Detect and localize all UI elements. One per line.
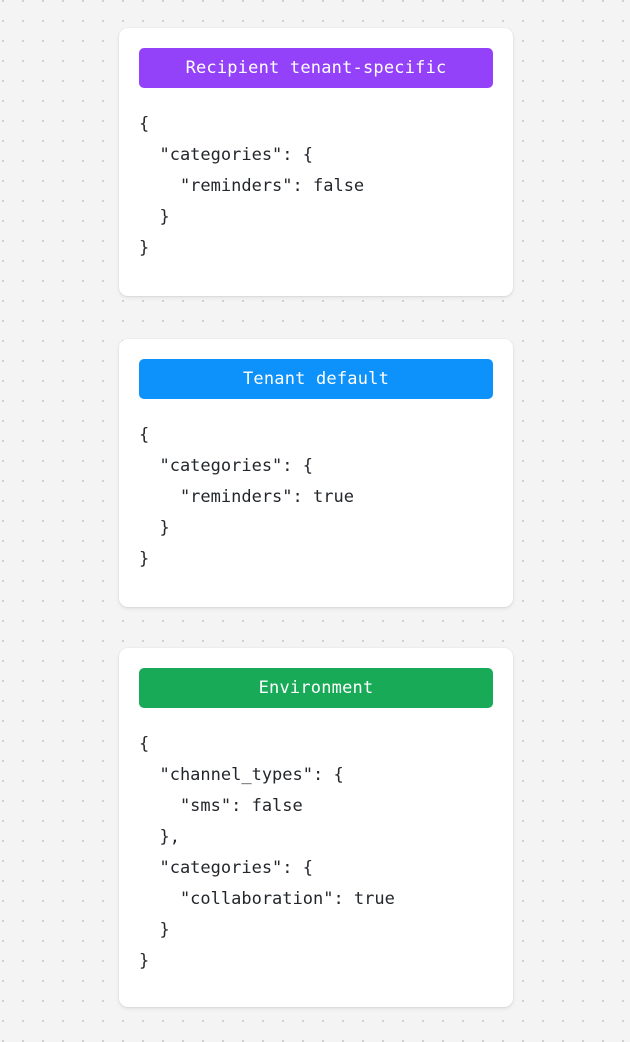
code-block-environment: { "channel_types": { "sms": false }, "ca… [139,734,395,971]
card-environment: Environment { "channel_types": { "sms": … [119,648,513,1007]
card-tenant-default: Tenant default { "categories": { "remind… [119,339,513,607]
badge-environment: Environment [139,668,493,708]
card-recipient-tenant-specific: Recipient tenant-specific { "categories"… [119,28,513,296]
code-block-tenant-default: { "categories": { "reminders": true } } [139,425,354,569]
code-block-recipient-tenant-specific: { "categories": { "reminders": false } } [139,114,365,258]
badge-recipient-tenant-specific: Recipient tenant-specific [139,48,493,88]
badge-tenant-default: Tenant default [139,359,493,399]
